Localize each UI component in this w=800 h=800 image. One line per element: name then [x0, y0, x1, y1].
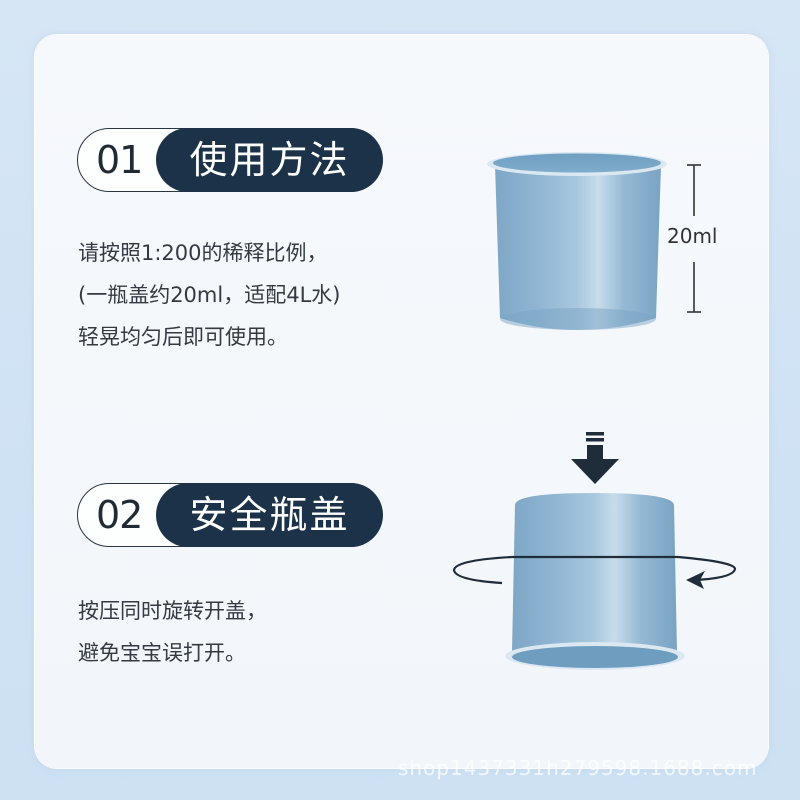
section-01-line-3: 轻晃均匀后即可使用。 [78, 325, 288, 349]
section-02-line-1: 按压同时旋转开盖， [78, 599, 267, 623]
rotate-arrow-icon [452, 555, 737, 589]
section-number: 02 [96, 493, 143, 537]
section-02-line-2: 避免宝宝误打开。 [78, 641, 246, 665]
section-01-heading: 01 使用方法 [77, 127, 383, 192]
section-02-heading: 02 安全瓶盖 [77, 482, 383, 547]
press-down-arrow-icon [571, 432, 619, 484]
measuring-cap-icon [487, 152, 667, 330]
safety-cap-icon [505, 493, 685, 670]
section-01-line-2: (一瓶盖约20ml，适配4L水) [78, 283, 341, 307]
section-number: 01 [96, 138, 143, 182]
section-title: 使用方法 [156, 127, 383, 192]
section-01-line-1: 请按照1:200的稀释比例， [78, 241, 328, 265]
watermark: shop1437331h279598.1688.com [398, 756, 758, 780]
section-title: 安全瓶盖 [156, 482, 383, 547]
volume-label: 20ml [667, 224, 718, 248]
measurement-marker-icon [687, 164, 701, 313]
